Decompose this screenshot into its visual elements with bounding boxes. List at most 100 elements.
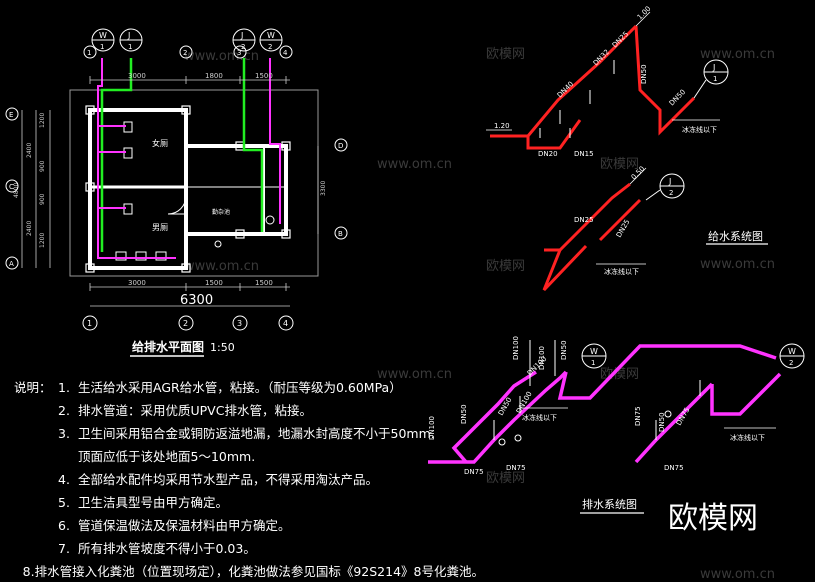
w1-label-10: DN100 xyxy=(428,416,436,440)
j2-pipe xyxy=(542,182,642,292)
j1-frost-line: 冰冻线以下 xyxy=(682,125,717,134)
dim-left-b: 900 xyxy=(39,160,46,172)
w2-label-2: DN50 xyxy=(658,412,666,432)
w1-label-6: DN50 xyxy=(497,396,514,417)
note-num: 2. xyxy=(58,403,70,418)
dim-top-3: 1500 xyxy=(255,72,273,80)
riser-tag-3-top: J xyxy=(240,31,243,40)
dim-right: 3300 xyxy=(320,181,327,196)
w2-frost-line: 冰冻线以下 xyxy=(730,433,765,442)
dim-top-1: 3000 xyxy=(128,72,146,80)
note-continuation: 顶面应低于该处地面5～10mm. xyxy=(78,449,256,464)
w2-tag-circle xyxy=(779,343,805,369)
w1-label-1: DN100 xyxy=(512,336,520,360)
note-num: 1. xyxy=(58,380,70,395)
axis-right-D: D xyxy=(338,142,343,150)
w1-pipe xyxy=(428,344,777,464)
riser-tag-4-bottom: 2 xyxy=(268,43,272,51)
axis-top-3: 3 xyxy=(237,49,241,57)
j2-tag-top: J xyxy=(668,177,671,186)
riser-tag-4-top: W xyxy=(267,31,275,40)
watermark-url: www.om.cn xyxy=(700,567,775,582)
j1-elevation-left: 1.20 xyxy=(494,122,510,130)
note-num: 5. xyxy=(58,495,70,510)
dim-lines-left xyxy=(21,110,51,268)
note-text: 管道保温做法及保温材料由甲方确定。 xyxy=(78,518,291,533)
plan-scale: 1:50 xyxy=(210,341,235,354)
dim-left-a: 1200 xyxy=(39,113,46,128)
supply-title: 给水系统图 xyxy=(708,230,763,243)
w1-frost-line: 冰冻线以下 xyxy=(522,413,557,422)
note-num: 4. xyxy=(58,472,70,487)
plan-title: 给排水平面图 xyxy=(132,339,204,354)
j1-label-dn32: DN32 xyxy=(592,48,611,67)
notes-lead: 说明： xyxy=(14,380,52,395)
j1-tag-bottom: 1 xyxy=(713,75,717,83)
axis-left-E: E xyxy=(9,111,13,119)
door-swing xyxy=(167,195,187,215)
supply-system-j1: DN40 DN32 DN25 DN50 DN50 DN20 DN15 1.00 … xyxy=(486,5,729,158)
dim-bottom-3: 1500 xyxy=(255,279,273,287)
plan-supply-pipe xyxy=(100,58,264,252)
axis-bubbles-left xyxy=(5,107,19,270)
note-text: 排水管接入化粪池（位置现场定），化粪池做法参见国标《92S214》8号化粪池。 xyxy=(34,564,484,579)
watermark-url: www.om.cn xyxy=(700,257,775,272)
dim-bottom-2: 1500 xyxy=(205,279,223,287)
note-row: 6. 管道保温做法及保温材料由甲方确定。 xyxy=(14,514,484,537)
j1-label-dn40: DN40 xyxy=(556,80,575,99)
dim-total-width: 6300 xyxy=(180,293,213,308)
w2-fittings xyxy=(655,380,701,440)
watermark-url: www.om.cn xyxy=(700,47,775,62)
note-text: 卫生间采用铝合金或铜防返溢地漏，地漏水封高度不小于50mm. xyxy=(78,426,435,441)
note-text: 生活给水采用AGR给水管，粘接。（耐压等级为0.60MPa） xyxy=(78,380,402,395)
riser-tag-2-bottom: 1 xyxy=(128,43,132,51)
plan-drain-pipe xyxy=(97,58,281,259)
watermark-layer: www.om.cn 欧模网 www.om.cn www.om.cn 欧模网 ww… xyxy=(184,47,775,582)
note-text: 全部给水配件均采用节水型产品，不得采用淘汰产品。 xyxy=(78,472,379,487)
note-row: 2. 排水管道：采用优质UPVC排水管，粘接。 xyxy=(14,399,484,422)
j1-label-dn15: DN15 xyxy=(574,150,594,158)
note-text: 卫生洁具型号由甲方确定。 xyxy=(78,495,229,510)
note-row: 说明： 1. 生活给水采用AGR给水管，粘接。（耐压等级为0.60MPa） xyxy=(14,376,484,399)
room-female: 女厕 xyxy=(152,138,168,148)
note-text: 排水管道：采用优质UPVC排水管，粘接。 xyxy=(78,403,312,418)
note-text: 所有排水管坡度不得小于0.03。 xyxy=(78,541,256,556)
riser-tag-2-top: J xyxy=(127,31,130,40)
axis-top-1: 1 xyxy=(87,49,91,57)
w1-label-5: DN50 xyxy=(460,404,468,424)
note-num: 3. xyxy=(58,426,70,441)
axis-bubbles-right xyxy=(334,138,348,240)
w1-label-2: DN50 xyxy=(560,340,568,360)
note-row: 8. 排水管接入化粪池（位置现场定），化粪池做法参见国标《92S214》8号化粪… xyxy=(14,560,484,582)
j1-pipe xyxy=(490,24,696,150)
w1-label-8: DN75 xyxy=(464,468,484,476)
watermark-brand-large: 欧模网 xyxy=(668,501,758,536)
design-notes: 说明： 1. 生活给水采用AGR给水管，粘接。（耐压等级为0.60MPa） 2.… xyxy=(14,376,484,582)
riser-tag-circles xyxy=(91,28,283,52)
j1-label-dn50-b: DN50 xyxy=(668,88,687,107)
axis-top-2: 2 xyxy=(183,49,187,57)
axis-left-A: A xyxy=(9,260,14,268)
j1-tag-circle xyxy=(693,59,729,99)
j1-elevation-top: 1.00 xyxy=(636,5,653,22)
fixtures xyxy=(115,121,275,261)
j1-label-dn25: DN25 xyxy=(611,30,630,49)
room-male: 男厕 xyxy=(152,223,168,232)
w1-tag-circle xyxy=(581,343,607,369)
j2-frost-line: 冰冻线以下 xyxy=(604,267,639,276)
w1-tag-bottom: 1 xyxy=(591,359,595,367)
j1-fittings xyxy=(539,60,615,138)
note-row: 5. 卫生洁具型号由甲方确定。 xyxy=(14,491,484,514)
w2-label-1: DN75 xyxy=(634,406,642,426)
dim-lines-bottom xyxy=(89,283,290,307)
column-markers xyxy=(85,105,291,273)
w1-tag-top: W xyxy=(590,347,598,356)
note-row: 7. 所有排水管坡度不得小于0.03。 xyxy=(14,537,484,560)
wall-left-block xyxy=(88,108,188,270)
note-num: 7. xyxy=(58,541,70,556)
axis-bottom-3: 3 xyxy=(237,319,242,328)
axis-bubbles-bottom xyxy=(82,315,294,331)
j2-tag-bottom: 2 xyxy=(669,189,673,197)
j1-label-dn20: DN20 xyxy=(538,150,558,158)
